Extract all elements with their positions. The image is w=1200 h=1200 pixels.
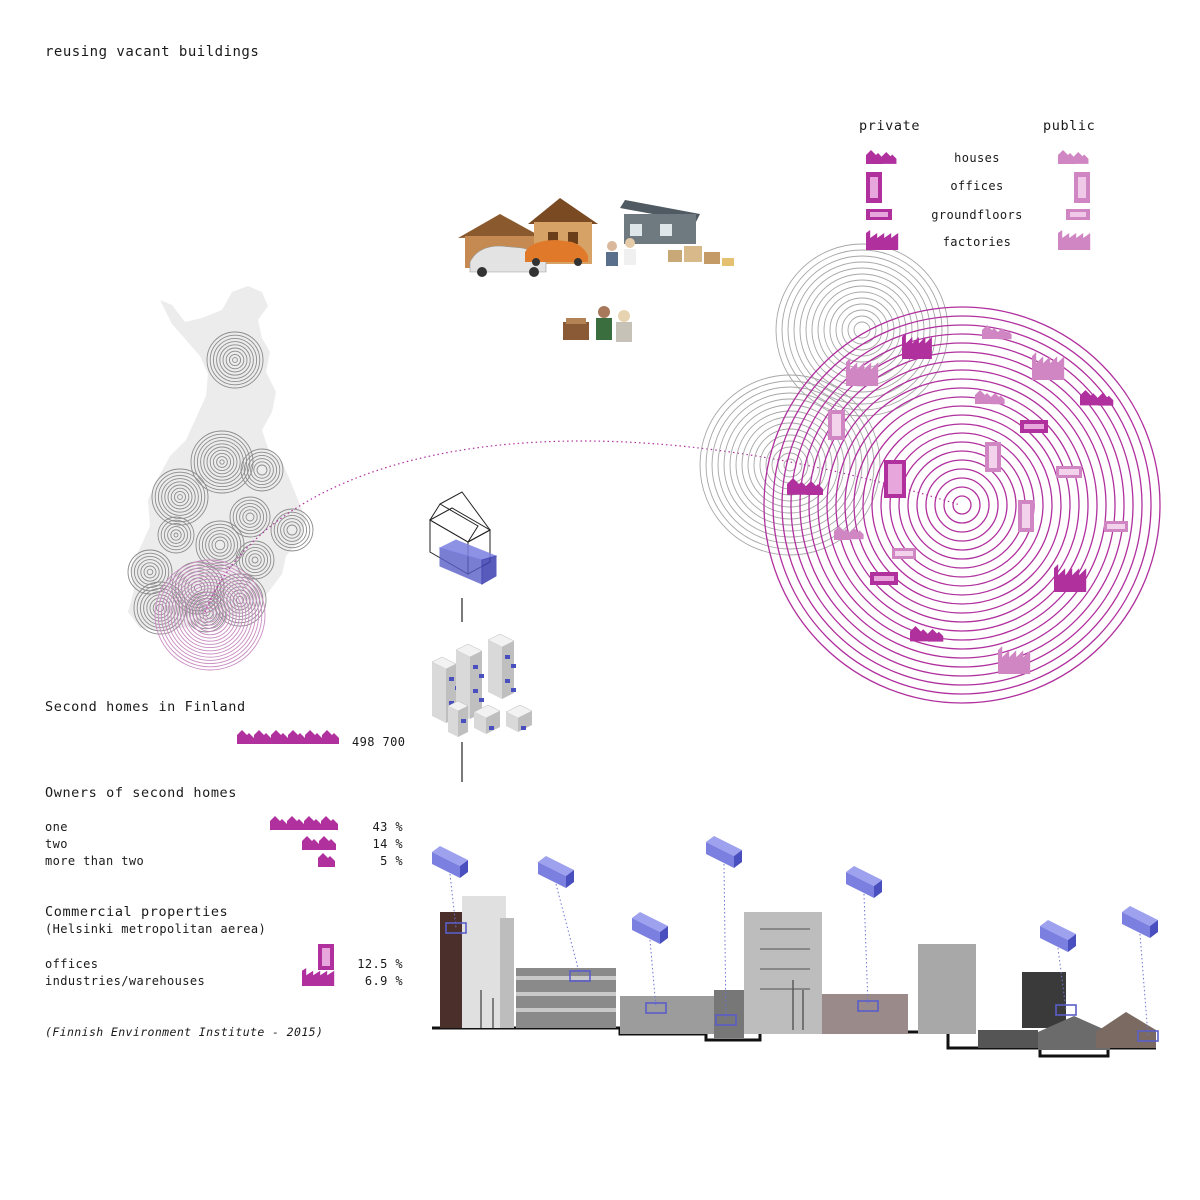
commercial-value-offices: 12.5 %: [357, 957, 403, 971]
commercial-subheading: (Helsinki metropolitan aerea): [45, 922, 267, 936]
owners-value-one: 43 %: [372, 820, 403, 834]
owners-value-two: 14 %: [372, 837, 403, 851]
legend-col-private: private: [859, 118, 921, 134]
legend-houses: houses: [954, 151, 1000, 165]
axonometric-house: [428, 491, 498, 585]
legend-col-public: public: [1043, 118, 1096, 134]
legend-groundfloors: groundfloors: [931, 208, 1023, 222]
owners-heading: Owners of second homes: [45, 785, 238, 801]
map-highlight-rings: [154, 559, 266, 671]
owners-label-more: more than two: [45, 854, 145, 868]
citation: (Finnish Environment Institute - 2015): [45, 1025, 324, 1039]
magenta-vacancy-rings: [763, 306, 1161, 704]
legend-factories: factories: [942, 235, 1012, 249]
axonometric-towers: [431, 633, 533, 737]
legend-icons: [866, 150, 1091, 250]
second-homes-photo: [458, 198, 734, 277]
connection-line: [204, 440, 961, 613]
vacant-units: [432, 836, 1159, 1042]
finland-map: [128, 286, 306, 630]
second-homes-heading: Second homes in Finland: [45, 699, 246, 715]
owners-value-more: 5 %: [380, 854, 403, 868]
second-homes-value: 498 700: [352, 735, 406, 749]
map-circle-clusters: [127, 331, 314, 635]
stat-icons: [237, 730, 339, 986]
commercial-heading: Commercial properties: [45, 904, 229, 920]
vacant-building-icons: [787, 325, 1128, 674]
owners-photo: [563, 306, 632, 342]
owners-label-two: two: [45, 837, 68, 851]
commercial-label-industries: industries/warehouses: [45, 974, 206, 988]
owners-label-one: one: [45, 820, 68, 834]
commercial-value-industries: 6.9 %: [364, 974, 403, 988]
commercial-label-offices: offices: [45, 957, 99, 971]
page-title: reusing vacant buildings: [45, 44, 260, 60]
street-elevation: [432, 896, 1156, 1058]
legend-offices: offices: [950, 179, 1004, 193]
